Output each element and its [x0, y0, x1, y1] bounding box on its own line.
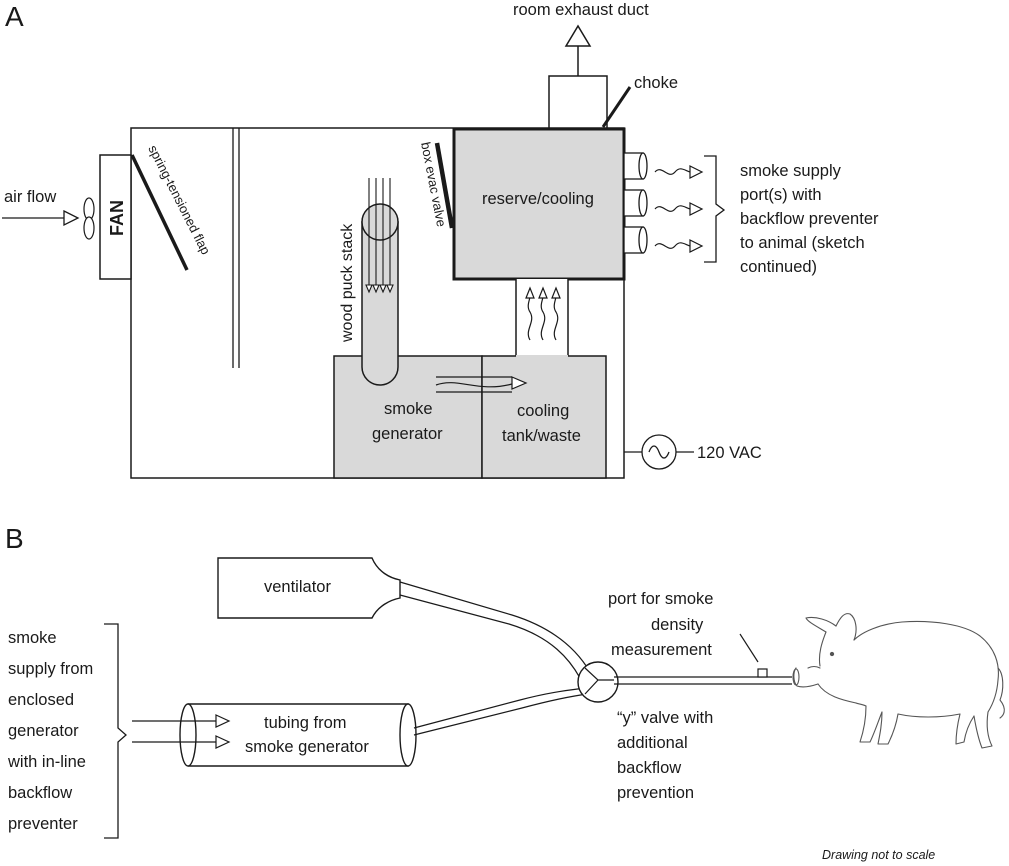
ventilator [217, 557, 401, 619]
svg-text:continued): continued) [740, 258, 817, 276]
air-flow-arrowhead-icon [63, 209, 80, 227]
svg-text:smoke supply: smoke supply [740, 162, 842, 180]
exhaust-duct [548, 75, 608, 129]
y-valve-label: “y” valve with additional backflow preve… [617, 709, 713, 802]
room-exhaust-label: room exhaust duct [513, 1, 649, 19]
svg-text:with in-line: with in-line [7, 753, 86, 771]
source-label: smoke supply from enclosed generator wit… [7, 629, 93, 833]
svg-text:measurement: measurement [611, 641, 712, 659]
tubing-label-1: tubing from [264, 714, 347, 732]
y-valve [577, 661, 619, 703]
air-flow-label: air flow [4, 188, 56, 206]
downflow-arrows [365, 178, 394, 294]
panel-b-letter: B [5, 523, 24, 554]
cooling-tank-label-1: cooling [517, 402, 569, 420]
svg-text:port(s) with: port(s) with [740, 186, 822, 204]
wood-puck-stack [361, 221, 399, 386]
svg-text:backflow: backflow [617, 759, 681, 777]
supply-ports [623, 152, 648, 254]
source-flow-arrows [132, 714, 231, 749]
svg-text:density: density [651, 616, 704, 634]
supply-ports-label: smoke supply port(s) with backflow preve… [740, 162, 879, 276]
ventilator-label: ventilator [264, 578, 331, 596]
smoke-generator-label-1: smoke [384, 400, 433, 418]
svg-text:smoke: smoke [8, 629, 57, 647]
scale-note: Drawing not to scale [822, 848, 935, 862]
generator-tube [413, 687, 586, 729]
svg-text:backflow preventer: backflow preventer [740, 210, 879, 228]
svg-text:backflow: backflow [8, 784, 72, 802]
svg-text:prevention: prevention [617, 784, 694, 802]
svg-text:additional: additional [617, 734, 688, 752]
flap-label: spring-tensioned flap [145, 143, 213, 257]
svg-text:supply from: supply from [8, 660, 93, 678]
ventilator-tube [399, 581, 591, 673]
smoke-generator-label-2: generator [372, 425, 443, 443]
density-port [757, 668, 768, 678]
fan-label: FAN [107, 200, 127, 236]
smoke-generator-box [333, 355, 483, 479]
exhaust-arrow-icon [564, 24, 592, 47]
tubing-label-2: smoke generator [245, 738, 369, 756]
source-bracket [104, 623, 127, 839]
reserve-cooling-label: reserve/cooling [482, 190, 594, 208]
svg-text:to animal (sketch: to animal (sketch [740, 234, 865, 252]
fan-box [99, 154, 132, 280]
density-port-label: port for smoke density measurement [608, 590, 713, 659]
supply-bracket [704, 155, 726, 263]
choke-line [601, 86, 632, 128]
power-label: 120 VAC [697, 444, 762, 462]
pig-illustration [792, 613, 1005, 749]
supply-flow-arrows [654, 165, 704, 253]
svg-text:enclosed: enclosed [8, 691, 74, 709]
cooling-tank-label-2: tank/waste [502, 427, 581, 445]
panel-a-letter: A [5, 1, 24, 32]
svg-text:port for smoke: port for smoke [608, 590, 713, 608]
fan-blade-icon [83, 197, 95, 240]
box-evac-valve [434, 142, 455, 229]
wood-puck-stack-label: wood puck stack [339, 223, 356, 343]
spring-tensioned-flap [130, 154, 189, 271]
transfer-flow-arrows [435, 376, 528, 393]
choke-label: choke [634, 74, 678, 92]
reserve-cooling-box [452, 127, 626, 281]
svg-text:preventer: preventer [8, 815, 78, 833]
rising-smoke-arrows [525, 286, 561, 341]
svg-text:“y” valve with: “y” valve with [617, 709, 713, 727]
density-port-pointer [739, 633, 759, 663]
svg-text:generator: generator [8, 722, 79, 740]
